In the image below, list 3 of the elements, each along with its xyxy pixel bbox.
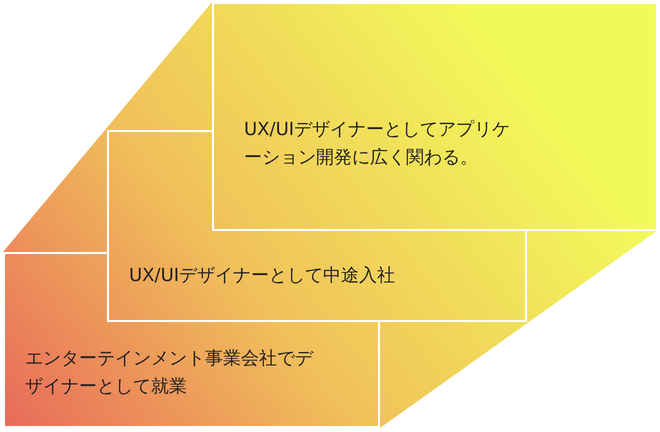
step-text: UX/UIデザイナーとしてアプリケーション開発に広く関わる。 (244, 118, 512, 170)
step-text: エンターテインメント事業会社でデザイナーとして就業 (25, 347, 314, 399)
step-text: UX/UIデザイナーとして中途入社 (129, 264, 396, 288)
